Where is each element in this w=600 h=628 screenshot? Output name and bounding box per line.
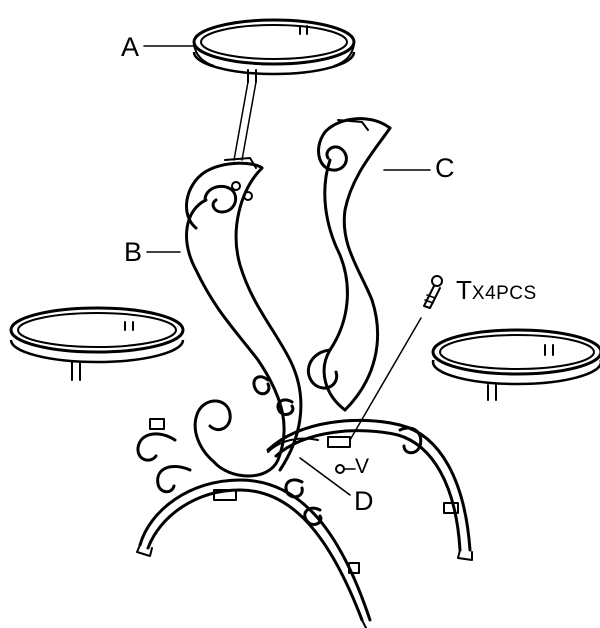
ring-right [431, 328, 600, 401]
label-t: TX4PCS [456, 277, 537, 303]
base-legs [136, 418, 473, 628]
label-c: C [435, 153, 455, 183]
label-b: B [124, 237, 143, 267]
label-t-quantity: X4PCS [471, 283, 537, 304]
leader-lines [143, 45, 431, 496]
ring-a [192, 18, 356, 83]
screw-t [349, 275, 443, 441]
label-a: A [121, 32, 140, 62]
frame-c [307, 117, 392, 412]
label-t-letter: T [456, 275, 472, 305]
guide-line [241, 81, 257, 161]
guide-line [233, 81, 249, 161]
label-d: D [354, 486, 374, 516]
ring-left [9, 306, 185, 381]
frame-b [185, 157, 303, 478]
bolt-v [335, 464, 356, 474]
label-v: V [355, 455, 370, 478]
